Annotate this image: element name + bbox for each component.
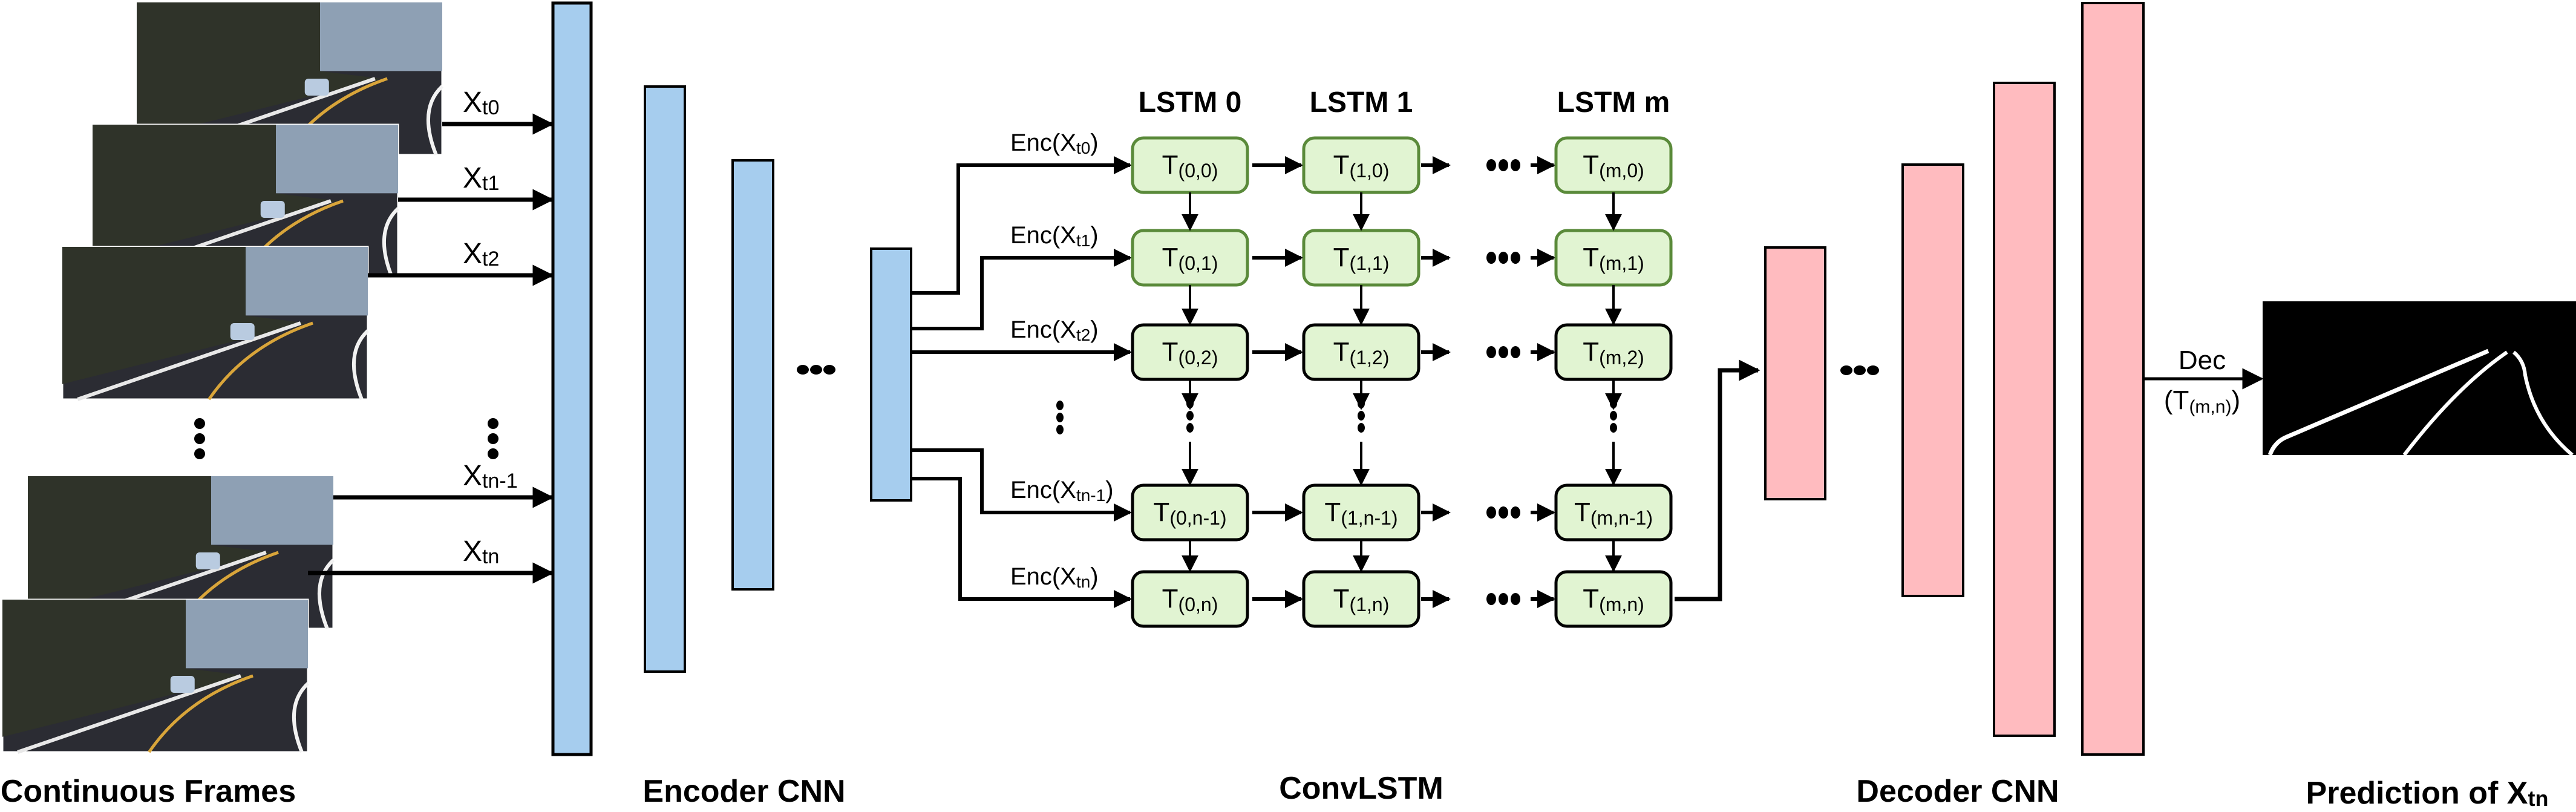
frame-image <box>61 246 370 401</box>
decoder-layer-4 <box>2081 2 2145 756</box>
lstm-column-header: LSTM 0 <box>1139 87 1242 119</box>
encoder-bottleneck <box>870 247 912 502</box>
lstm-cell: T(m,2) <box>1554 323 1673 381</box>
svg-text:T(1,1): T(1,1) <box>1333 243 1390 274</box>
encoded-feature-links: Enc(Xt0) Enc(Xt1) Enc(Xt2) Enc(Xtn-1) Enc(Xt… <box>911 129 1132 608</box>
svg-text:T(1,n): T(1,n) <box>1333 584 1390 615</box>
encoder-cnn <box>551 1 912 756</box>
horizontal-ellipsis <box>1486 159 1520 171</box>
enc-label: Enc(Xt1) <box>1010 222 1099 250</box>
prediction-image <box>2263 301 2576 457</box>
vertical-ellipsis <box>1610 399 1617 433</box>
dec-label: Dec <box>2179 345 2226 375</box>
horizontal-ellipsis <box>1486 346 1520 358</box>
decoder-cnn <box>1675 2 2145 756</box>
enc-label: Enc(Xtn) <box>1010 563 1099 591</box>
predicted-lane-middle <box>2402 350 2508 456</box>
enc-label: Enc(Xt2) <box>1010 316 1099 344</box>
input-arrow: Xt1 <box>398 162 554 211</box>
lstm-column-header: LSTM 1 <box>1310 87 1413 119</box>
predicted-lane-left <box>2267 349 2489 456</box>
frame-image <box>91 123 400 279</box>
svg-text:T(m,0): T(m,0) <box>1583 150 1644 182</box>
frames-ellipsis <box>194 418 205 459</box>
decoder-layer-3 <box>1993 82 2056 737</box>
lstm-cell: T(0,n-1) <box>1131 483 1249 542</box>
lstm-cell: T(m,0) <box>1554 136 1673 194</box>
lstm-cell: T(m,n-1) <box>1554 483 1673 542</box>
encoded-link <box>911 448 1132 522</box>
section-title-convlstm: ConvLSTM <box>1279 771 1443 806</box>
input-label: Xt2 <box>463 238 499 270</box>
lstm-to-decoder-link <box>1675 359 1760 601</box>
section-title-prediction: Prediction of Xtn <box>2306 776 2549 811</box>
svg-text:T(1,n-1): T(1,n-1) <box>1324 497 1398 529</box>
svg-text:T(0,0): T(0,0) <box>1162 150 1218 182</box>
inputs-ellipsis <box>488 418 499 459</box>
lstm-cell: T(0,0) <box>1131 136 1249 194</box>
svg-text:T(m,n): T(m,n) <box>1583 584 1644 615</box>
lstm-cell: T(1,n) <box>1302 570 1420 628</box>
dec-arg-label: (T(m,n)) <box>2164 385 2240 417</box>
decoder-layer-1 <box>1764 246 1826 500</box>
encoder-ellipsis <box>797 365 835 375</box>
lstm-cell: T(0,1) <box>1131 229 1249 287</box>
predicted-lane-right <box>2512 350 2574 457</box>
vertical-ellipsis <box>1186 399 1194 433</box>
input-frames <box>1 1 444 754</box>
horizontal-ellipsis <box>1486 506 1520 519</box>
encoded-link <box>911 249 1132 330</box>
svg-text:T(0,n): T(0,n) <box>1162 584 1218 615</box>
input-arrow: Xt0 <box>442 87 554 135</box>
svg-text:T(0,2): T(0,2) <box>1162 337 1218 368</box>
lstm-cell: T(m,1) <box>1554 229 1673 287</box>
section-title-frames: Continuous Frames <box>1 774 296 809</box>
input-label: Xtn <box>463 535 499 568</box>
frame-image <box>1 598 310 754</box>
enc-label: Enc(Xtn-1) <box>1010 477 1114 505</box>
section-title-encoder: Encoder CNN <box>642 774 845 809</box>
svg-text:T(0,n-1): T(0,n-1) <box>1153 497 1226 529</box>
lstm-cell: T(1,0) <box>1302 136 1420 194</box>
lstm-cell: T(0,2) <box>1131 323 1249 381</box>
lstm-cell: T(0,n) <box>1131 570 1249 628</box>
svg-text:T(m,1): T(m,1) <box>1583 243 1644 274</box>
encoded-link <box>911 477 1132 608</box>
decoder-layer-2 <box>1901 163 1964 597</box>
encoded-link <box>911 156 1132 295</box>
lstm-cell: T(1,1) <box>1302 229 1420 287</box>
input-label: Xtn-1 <box>463 460 518 493</box>
encoder-layer-3 <box>731 159 774 591</box>
svg-text:T(1,0): T(1,0) <box>1333 150 1390 182</box>
horizontal-ellipsis <box>1486 252 1520 264</box>
section-title-decoder: Decoder CNN <box>1856 774 2059 809</box>
encoder-layer-1 <box>551 1 593 756</box>
input-label: Xt0 <box>463 87 499 119</box>
input-arrow: Xtn-1 <box>333 460 554 508</box>
lstm-cell: T(1,n-1) <box>1302 483 1420 542</box>
horizontal-ellipsis <box>1486 593 1520 605</box>
enc-ellipsis <box>1056 401 1064 434</box>
svg-text:T(m,n-1): T(m,n-1) <box>1574 497 1653 529</box>
svg-text:T(1,2): T(1,2) <box>1333 337 1390 368</box>
enc-label: Enc(Xt0) <box>1010 129 1099 157</box>
lstm-cell: T(m,n) <box>1554 570 1673 628</box>
lstm-column-header: LSTM m <box>1557 87 1670 119</box>
input-label: Xt1 <box>463 162 499 195</box>
lstm-cell: T(1,2) <box>1302 323 1420 381</box>
input-arrow: Xt2 <box>368 238 554 286</box>
decode-arrow: Dec (T(m,n)) <box>2143 345 2264 417</box>
input-arrow: Xtn <box>308 535 554 584</box>
convlstm-grid: LSTM 0 LSTM 1 LSTM m T(0,0) T(1,0) T(m,0) T(0,… <box>1056 87 1673 628</box>
svg-text:T(m,2): T(m,2) <box>1583 337 1644 368</box>
svg-text:T(0,1): T(0,1) <box>1162 243 1218 274</box>
encoder-layer-2 <box>644 85 686 673</box>
vertical-ellipsis <box>1358 399 1365 433</box>
decoder-ellipsis <box>1840 365 1879 375</box>
